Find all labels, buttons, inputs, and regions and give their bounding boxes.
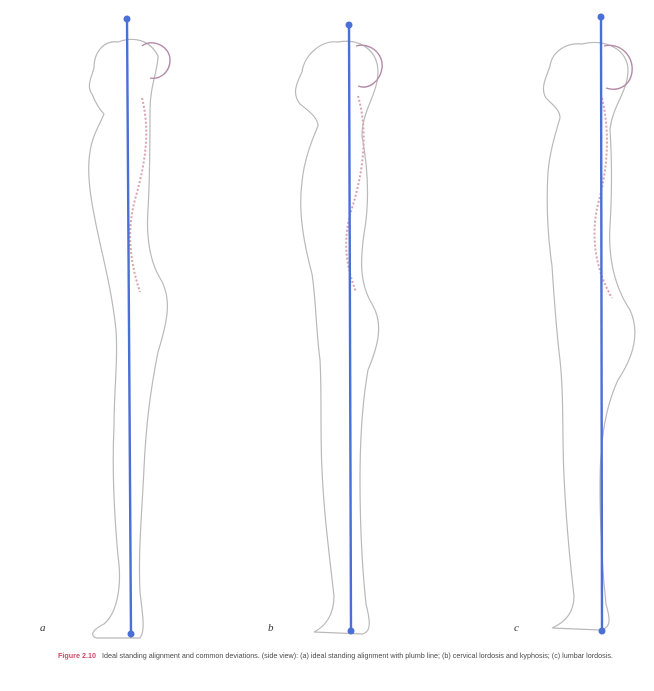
panel-label-a: a bbox=[40, 622, 46, 634]
body-outline-c bbox=[543, 42, 634, 630]
spine-a bbox=[130, 98, 146, 292]
panel-label-b: b bbox=[268, 622, 274, 634]
figure-a bbox=[89, 16, 170, 639]
figure-b bbox=[296, 22, 383, 635]
spine-c bbox=[594, 98, 612, 298]
plumb-top-b bbox=[346, 22, 353, 29]
body-outline-b bbox=[296, 41, 379, 634]
panel-label-c: c bbox=[514, 622, 519, 634]
plumb-top-c bbox=[598, 14, 605, 21]
plumb-line-a bbox=[127, 18, 131, 635]
plumb-line-c bbox=[601, 16, 602, 632]
caption-text: Ideal standing alignment and common devi… bbox=[102, 651, 613, 660]
figure-caption: Figure 2.10 Ideal standing alignment and … bbox=[58, 650, 648, 661]
bun-b bbox=[356, 45, 382, 87]
plumb-bottom-c bbox=[599, 628, 606, 635]
plumb-line-b bbox=[349, 24, 351, 632]
plumb-top-a bbox=[124, 16, 131, 23]
plumb-bottom-a bbox=[128, 631, 135, 638]
figure-c bbox=[543, 14, 634, 635]
plumb-bottom-b bbox=[348, 628, 355, 635]
figure-number: Figure 2.10 bbox=[58, 651, 96, 660]
